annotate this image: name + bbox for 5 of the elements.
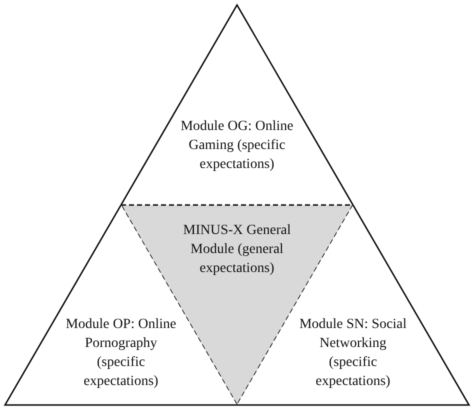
module-label: Module OP: Online Pornography (specific expectations) <box>64 316 178 391</box>
triangle-section <box>121 5 353 205</box>
module-label: Module SN: Social Networking (specific expectations) <box>298 316 408 391</box>
module-label: Module OG: Online Gaming (specific expectations) <box>180 118 294 174</box>
module-label: MINUS-X General Module (general expectations) <box>182 222 292 278</box>
